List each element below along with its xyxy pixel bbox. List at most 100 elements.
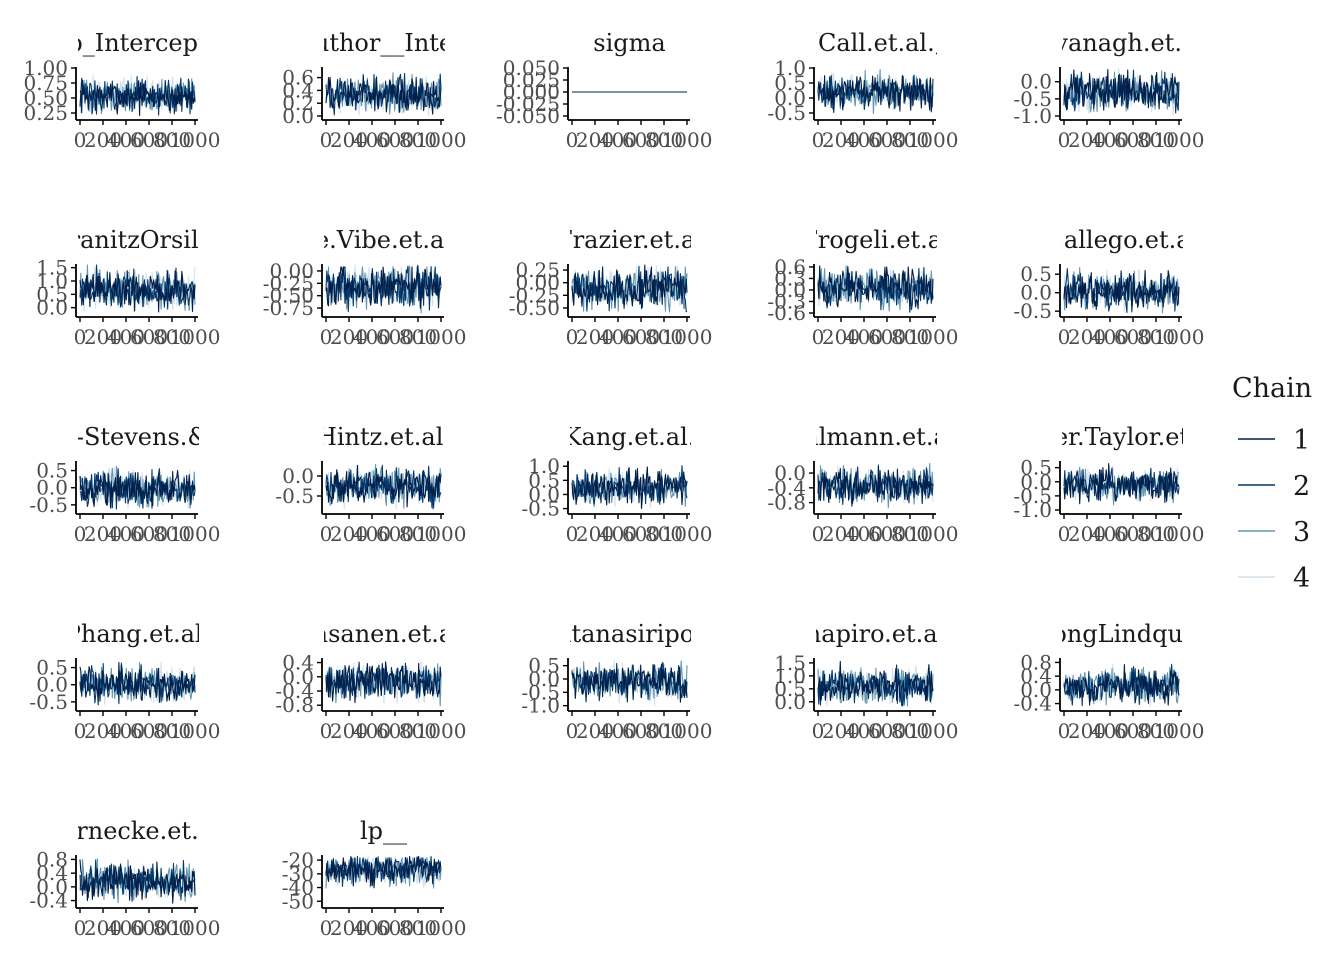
x-tick-label: 600 xyxy=(130,916,168,940)
y-tick-label: -20 xyxy=(282,848,314,872)
x-tick-label: 1000 xyxy=(1154,522,1205,546)
y-tick-label: 0.50 xyxy=(23,86,68,110)
y-tick-label: 0.0 xyxy=(528,667,560,691)
y-tick-label: 0.5 xyxy=(1020,456,1052,480)
x-tick-label: 1000 xyxy=(170,522,221,546)
x-tick-label: 600 xyxy=(622,522,660,546)
y-tick-label: -0.25 xyxy=(509,283,560,307)
panel-title: hapiro.et.al xyxy=(806,620,945,648)
chain-traces xyxy=(79,264,196,313)
chain-traces xyxy=(1063,462,1180,506)
x-tick-label: 200 xyxy=(822,128,860,152)
x-tick-label: 0 xyxy=(812,128,825,152)
y-tick-label: 0.0 xyxy=(774,86,806,110)
x-tick-label: 1000 xyxy=(416,916,467,940)
x-tick-label: 400 xyxy=(107,916,145,940)
x-tick-label: 600 xyxy=(622,128,660,152)
y-tick-label: 1.00 xyxy=(23,56,68,80)
legend-label-chain-3: 3 xyxy=(1293,517,1310,548)
y-tick-label: 0.025 xyxy=(503,68,560,92)
y-tick-label: -1.0 xyxy=(521,694,560,718)
x-tick-label: 0 xyxy=(1058,325,1071,349)
x-tick-label: 0 xyxy=(812,325,825,349)
x-tick-label: 600 xyxy=(130,522,168,546)
y-tick-label: -50 xyxy=(282,889,314,913)
y-tick-label: 0.0 xyxy=(282,464,314,488)
y-tick-label: 0.0 xyxy=(774,461,806,485)
y-tick-label: 0.0 xyxy=(1020,470,1052,494)
x-tick-label: 800 xyxy=(891,325,929,349)
panel-title: atanasiripoı xyxy=(557,620,702,648)
x-tick-label: 600 xyxy=(868,128,906,152)
x-tick-label: 400 xyxy=(107,719,145,743)
chain-traces xyxy=(79,465,196,510)
y-tick-label: 0.0 xyxy=(282,665,314,689)
y-tick-label: 0.8 xyxy=(36,847,68,871)
y-tick-label: 1.0 xyxy=(774,664,806,688)
x-tick-label: 800 xyxy=(891,522,929,546)
panel-title: sigma xyxy=(593,29,665,57)
x-tick-label: 0 xyxy=(74,719,87,743)
panel-title: lp__ xyxy=(360,817,407,845)
panel-7: Frazier.et.al-0.50-0.250.000.25020040060… xyxy=(509,226,713,349)
chain-traces xyxy=(325,463,442,510)
x-tick-label: 600 xyxy=(130,719,168,743)
x-tick-label: 600 xyxy=(868,719,906,743)
x-tick-label: 800 xyxy=(645,522,683,546)
y-tick-label: -0.50 xyxy=(263,284,314,308)
y-tick-label: 0.25 xyxy=(23,101,68,125)
x-tick-label: 200 xyxy=(1068,128,1106,152)
panel-title: ranitzOrsill xyxy=(69,226,207,254)
x-tick-label: 800 xyxy=(399,128,437,152)
panel-17: atanasiripoı-1.0-0.50.00.502004006008001… xyxy=(521,620,712,743)
y-tick-label: 0.5 xyxy=(528,654,560,678)
chain-traces xyxy=(817,265,934,313)
chain-traces xyxy=(325,264,442,314)
x-tick-label: 200 xyxy=(84,719,122,743)
chain-1-trace xyxy=(817,465,934,505)
chain-1-trace xyxy=(571,466,688,510)
y-tick-label: -0.5 xyxy=(521,497,560,521)
chain-2-trace xyxy=(817,266,934,311)
chain-traces xyxy=(79,74,196,116)
y-tick-label: 0.75 xyxy=(23,71,68,95)
chain-1-trace xyxy=(1063,269,1180,310)
x-tick-label: 0 xyxy=(566,522,579,546)
x-tick-label: 0 xyxy=(320,522,333,546)
x-tick-label: 400 xyxy=(599,128,637,152)
x-tick-label: 1000 xyxy=(908,325,959,349)
x-tick-label: 200 xyxy=(330,325,368,349)
x-tick-label: 800 xyxy=(891,719,929,743)
y-tick-label: 0.0 xyxy=(36,673,68,697)
facet-panels: b_Intercept0.250.500.751.000200400600800… xyxy=(23,29,1204,940)
panel-title: e.Vibe.et.al xyxy=(315,226,452,254)
chain-traces xyxy=(571,465,688,510)
y-tick-label: 0.000 xyxy=(503,80,560,104)
x-tick-label: 1000 xyxy=(170,719,221,743)
chain-2-trace xyxy=(325,72,442,116)
x-tick-label: 0 xyxy=(74,916,87,940)
chain-1-trace xyxy=(325,264,442,309)
y-tick-label: -0.8 xyxy=(275,693,314,717)
x-tick-label: 400 xyxy=(107,128,145,152)
x-tick-label: 0 xyxy=(566,128,579,152)
x-tick-label: 1000 xyxy=(908,522,959,546)
chain-1-trace xyxy=(571,264,688,309)
panel-8: Frogeli.et.al-0.6-0.30.00.30.60200400600… xyxy=(767,226,958,349)
chain-1-trace xyxy=(79,859,196,904)
panel-title: ıvanagh.et.a xyxy=(1047,29,1197,57)
panel-title: Frogeli.et.al xyxy=(801,226,950,254)
x-tick-label: 400 xyxy=(845,325,883,349)
y-tick-label: 0.00 xyxy=(515,271,560,295)
y-tick-label: 0.5 xyxy=(774,71,806,95)
y-tick-label: -0.3 xyxy=(767,289,806,313)
x-tick-label: 200 xyxy=(1068,719,1106,743)
chain-traces xyxy=(79,858,196,904)
y-tick-label: -1.0 xyxy=(1013,104,1052,128)
x-tick-label: 0 xyxy=(74,325,87,349)
chain-1-trace xyxy=(1063,664,1180,706)
